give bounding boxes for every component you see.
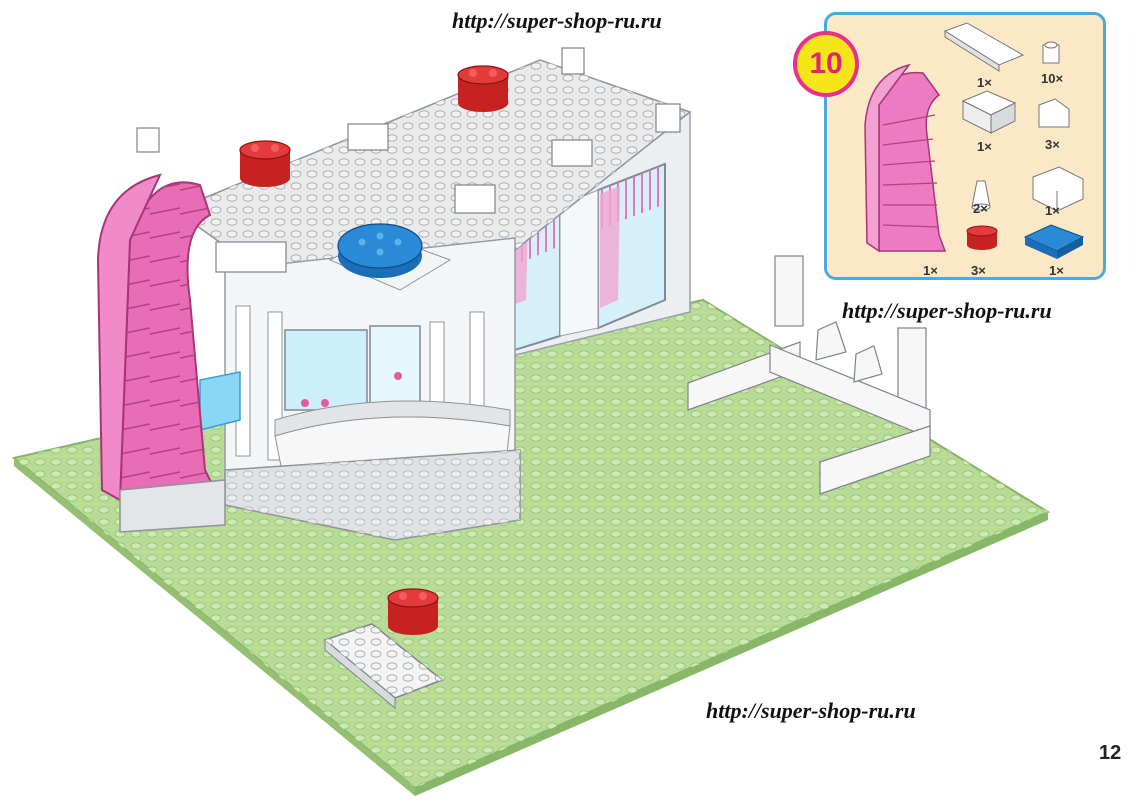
white-brick-1x1-icon bbox=[1042, 41, 1060, 64]
qty-white-slope-1x1: 3× bbox=[1045, 137, 1060, 152]
parts-panel: 10 bbox=[793, 12, 1106, 280]
watermark-bottom: http://super-shop-ru.ru bbox=[706, 698, 916, 723]
qty-red-round-brick: 3× bbox=[971, 263, 986, 278]
white-fence bbox=[687, 255, 931, 495]
qty-white-brick-1x1: 10× bbox=[1041, 71, 1064, 86]
qty-white-corner-brick: 1× bbox=[1045, 203, 1060, 218]
pool-tile bbox=[199, 371, 241, 431]
qty-white-plate-2x6: 1× bbox=[977, 75, 992, 90]
qty-white-brick-1x2: 1× bbox=[977, 139, 992, 154]
white-corner-brick-icon bbox=[1032, 166, 1084, 212]
watermark-middle: http://super-shop-ru.ru bbox=[842, 298, 1052, 323]
white-brick-1x2-icon bbox=[961, 90, 1017, 134]
page-number: 12 bbox=[1099, 742, 1122, 764]
pink-spiral-staircase-icon bbox=[864, 63, 947, 253]
qty-blue-round-plate: 1× bbox=[1049, 263, 1064, 278]
qty-white-cone-1x1: 2× bbox=[973, 201, 988, 216]
red-round-brick-icon bbox=[966, 225, 998, 250]
qty-pink-spiral-staircase: 1× bbox=[923, 263, 938, 278]
blue-round-plate-icon bbox=[1023, 224, 1085, 259]
red-round-bricks bbox=[239, 65, 509, 635]
blue-round-plate bbox=[328, 223, 452, 291]
pink-spiral-staircase bbox=[96, 173, 226, 533]
watermark-top: http://super-shop-ru.ru bbox=[452, 8, 662, 33]
parts-icons bbox=[864, 22, 1085, 259]
white-roof-bricks bbox=[136, 47, 681, 273]
white-cone-1x1-icon bbox=[971, 180, 991, 211]
white-slope-1x1-icon bbox=[1038, 98, 1070, 128]
window-right bbox=[597, 162, 666, 330]
white-plate-2x6-icon bbox=[943, 22, 1025, 72]
white-plate-2x6 bbox=[323, 623, 444, 710]
balcony bbox=[224, 237, 521, 541]
step-number-badge: 10 bbox=[793, 31, 859, 97]
